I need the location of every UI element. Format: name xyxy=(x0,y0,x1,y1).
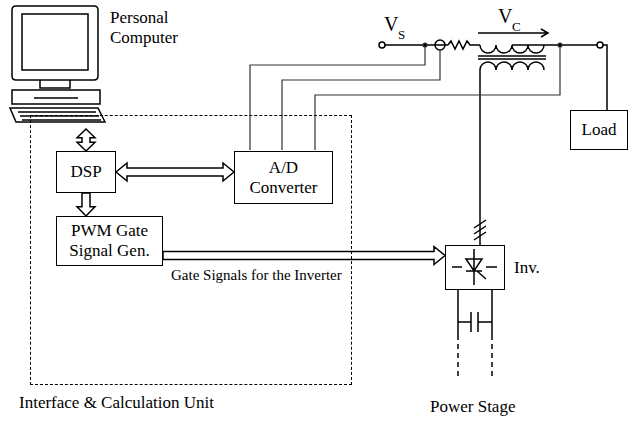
inverter-wire xyxy=(479,70,481,245)
node-label: Interface & Calculation Unit xyxy=(19,393,214,413)
process-box: A/D Converter xyxy=(234,151,333,204)
load-wire xyxy=(603,45,607,110)
series-winding xyxy=(480,45,544,53)
power-line xyxy=(379,29,607,380)
transformer-core xyxy=(478,55,546,57)
computer-icon: Personal Computer xyxy=(8,4,184,129)
line-impedance xyxy=(448,41,480,49)
source-terminal xyxy=(379,42,385,48)
node-label: DSP xyxy=(70,162,101,182)
dc-capacitor xyxy=(458,312,492,332)
node-label: Load xyxy=(582,120,617,140)
hollow-arrow xyxy=(77,193,95,216)
dc-link-wire xyxy=(458,335,492,380)
node-label: Personal Computer xyxy=(110,8,184,47)
monitor-stand xyxy=(40,80,70,88)
signal-subscript: S xyxy=(398,28,405,41)
hollow-arrow xyxy=(116,163,234,181)
secondary-winding xyxy=(480,62,544,70)
line-wire xyxy=(385,44,448,46)
sensing-wires xyxy=(250,43,562,150)
node-label: PWM Gate Signal Gen. xyxy=(62,221,157,260)
hollow-arrow xyxy=(163,247,445,265)
inverter-box: Inv. xyxy=(445,245,505,290)
computer-icon xyxy=(10,6,105,122)
process-box: DSP xyxy=(56,151,116,193)
junction-dot xyxy=(423,43,427,47)
signal-name: V xyxy=(384,14,398,34)
section-label: Power Stage xyxy=(430,398,515,415)
computer-icon xyxy=(8,4,108,126)
line-wire xyxy=(512,44,597,46)
monitor-outline xyxy=(12,6,98,80)
node-label: Inv. xyxy=(514,258,540,278)
node-label: A/D Converter xyxy=(240,158,327,197)
signal-subscript: C xyxy=(512,20,521,33)
transformer-core xyxy=(478,58,546,60)
sensing-wire xyxy=(250,45,425,150)
monitor-screen xyxy=(22,14,88,70)
thyristor-symbol xyxy=(446,246,503,288)
dashed-region: Interface & Calculation UnitDSPA/D Conve… xyxy=(30,115,352,385)
load-terminal xyxy=(597,42,603,48)
dc-link-wire xyxy=(458,290,492,335)
signal-name: V xyxy=(498,6,512,26)
sensing-wire xyxy=(282,50,440,150)
edge-label: Gate Signals for the Inverter xyxy=(169,268,344,283)
thyristor-symbol xyxy=(452,249,497,285)
three-phase-marks xyxy=(474,220,486,240)
process-box: PWM Gate Signal Gen. xyxy=(56,216,163,266)
hollow-arrow xyxy=(77,129,95,151)
junction-dot xyxy=(558,43,562,47)
load-box: Load xyxy=(570,110,628,150)
current-sensor xyxy=(435,40,445,50)
system-unit xyxy=(12,90,100,104)
